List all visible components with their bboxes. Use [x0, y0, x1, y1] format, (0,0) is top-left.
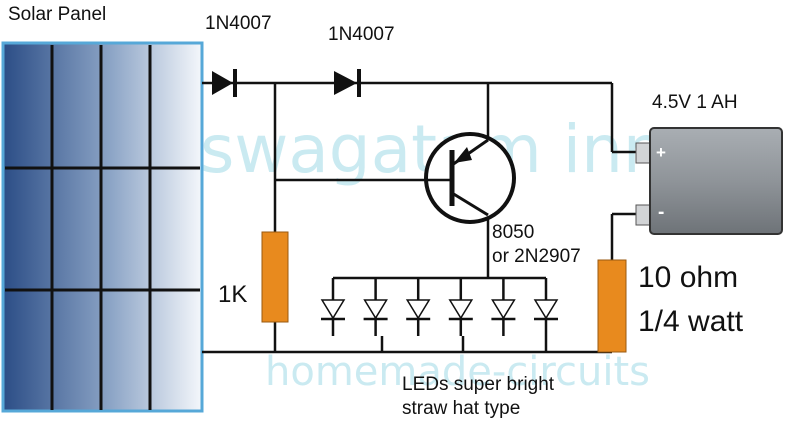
led-2 — [363, 278, 388, 336]
wires — [202, 81, 636, 354]
resistor-1k-label: 1K — [218, 281, 247, 308]
resistor-10-label-1: 10 ohm — [638, 261, 738, 294]
solar-panel — [1, 41, 204, 413]
battery-minus-label: - — [658, 202, 664, 223]
diode-1 — [212, 69, 237, 97]
diode-2 — [334, 69, 361, 97]
led-4 — [448, 278, 474, 336]
resistor-1k — [261, 231, 289, 323]
diode-2-label: 1N4007 — [328, 24, 395, 45]
solar-panel-label: Solar Panel — [8, 4, 106, 25]
transistor-label-1: 8050 — [492, 222, 534, 243]
battery-plus-label: + — [656, 143, 666, 162]
led-array — [320, 278, 559, 336]
watermark-line2: homemade-circuits — [265, 349, 650, 395]
leds-label-2: straw hat type — [402, 398, 520, 419]
battery-label: 4.5V 1 AH — [652, 92, 738, 113]
led-5 — [491, 278, 516, 336]
diode-1-label: 1N4007 — [205, 13, 272, 34]
battery — [635, 127, 783, 235]
led-6 — [533, 278, 559, 336]
leds-label-1: LEDs super bright — [402, 374, 555, 395]
transistor-label-2: or 2N2907 — [492, 246, 581, 267]
resistor-10-label-2: 1/4 watt — [638, 305, 744, 338]
resistor-10-ohm — [597, 259, 627, 353]
transistor — [424, 132, 516, 224]
led-3 — [405, 278, 431, 336]
led-1 — [320, 278, 346, 336]
